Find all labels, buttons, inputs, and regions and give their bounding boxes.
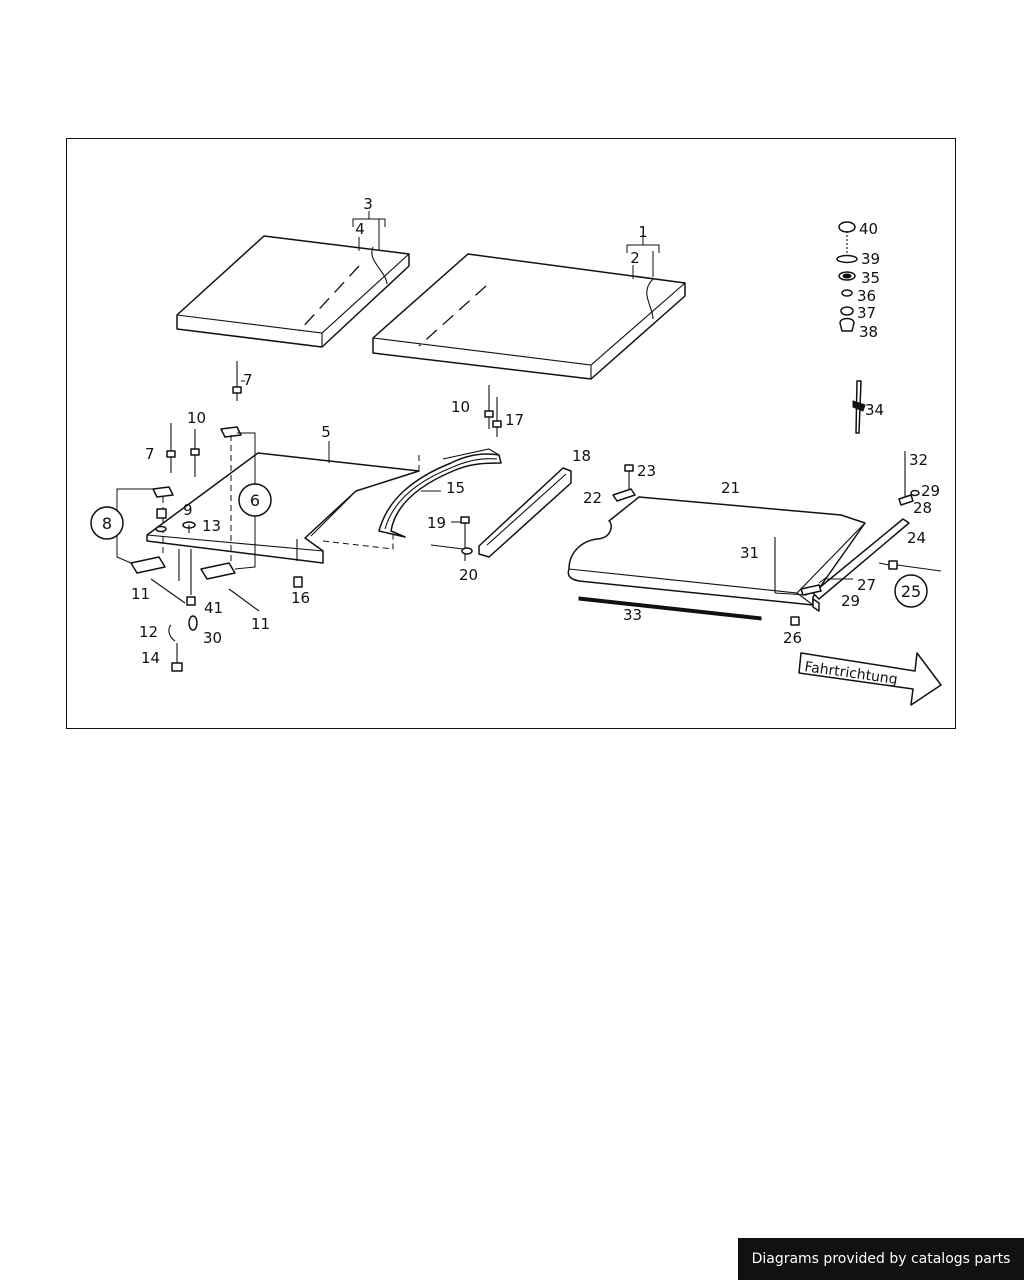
bolt-7-left: [166, 423, 176, 473]
exploded-parts-diagram: 1 2 3 4 5 6 7 7 8 9 10 10 11 11 12 13 14…: [90, 195, 942, 706]
clip-22-23: [612, 464, 636, 502]
callout-labels: 1 2 3 4 5 6 7 7 8 9 10 10 11 11 12 13 14…: [102, 195, 940, 667]
callout-7-left: 7: [145, 445, 155, 463]
bracket-top: [130, 426, 242, 580]
callout-6: 6: [250, 491, 260, 510]
callout-21: 21: [721, 479, 740, 497]
strip-33: [578, 596, 762, 621]
callout-16: 16: [291, 589, 310, 607]
callout-8: 8: [102, 514, 112, 533]
seat-base-plate: [146, 452, 420, 564]
callout-27: 27: [857, 576, 876, 594]
callout-3: 3: [363, 195, 373, 213]
callout-23: 23: [637, 462, 656, 480]
callout-2: 2: [630, 249, 640, 267]
callout-7-upper: 7: [243, 371, 253, 389]
seat-cushion-right: [372, 253, 686, 380]
callout-33: 33: [623, 606, 642, 624]
callout-30: 30: [203, 629, 222, 647]
callout-10-right: 10: [451, 398, 470, 416]
callout-18: 18: [572, 447, 591, 465]
callout-circle-25: [894, 574, 928, 608]
parts-35-40: [836, 221, 858, 332]
callout-38: 38: [859, 323, 878, 341]
callout-11-left: 11: [131, 585, 150, 603]
callout-1: 1: [638, 223, 648, 241]
footer-credit-badge: Diagrams provided by catalogs parts: [738, 1238, 1024, 1280]
bolt-31: [774, 537, 808, 596]
callout-5: 5: [321, 423, 331, 441]
callout-36: 36: [857, 287, 876, 305]
callout-leaders: [328, 211, 660, 492]
callout-13: 13: [202, 517, 221, 535]
callout-9: 9: [183, 501, 193, 519]
direction-arrow: Fahrtrichtung: [798, 652, 942, 706]
clip-34: [852, 380, 866, 434]
callout-11-right: 11: [251, 615, 270, 633]
side-rail: [378, 448, 502, 538]
callout-31: 31: [740, 544, 759, 562]
callout-41: 41: [204, 599, 223, 617]
callout-28: 28: [913, 499, 932, 517]
callout-22: 22: [583, 489, 602, 507]
trim-panel: [478, 467, 572, 558]
callout-29-lower: 29: [841, 592, 860, 610]
callout-35: 35: [861, 269, 880, 287]
callout-15: 15: [446, 479, 465, 497]
callout-4: 4: [355, 220, 365, 238]
callout-12: 12: [139, 623, 158, 641]
callout-24: 24: [907, 529, 926, 547]
bolt-10-right: [484, 385, 494, 429]
callout-39: 39: [861, 250, 880, 268]
callout-circle-8: [90, 506, 124, 540]
callout-circle-6: [238, 483, 272, 517]
callout-25: 25: [901, 582, 921, 601]
bolt-17: [492, 397, 502, 437]
small-parts-left: [150, 508, 303, 672]
callout-29-upper: 29: [921, 482, 940, 500]
callout-32: 32: [909, 451, 928, 469]
bolt-32: [898, 451, 920, 506]
callout-34: 34: [865, 401, 884, 419]
callout-37: 37: [857, 304, 876, 322]
parts-25-26-27: [790, 560, 942, 626]
callout-20: 20: [459, 566, 478, 584]
callout-26: 26: [783, 629, 802, 647]
callout-40: 40: [859, 220, 878, 238]
parts-diagram-frame: 1 2 3 4 5 6 7 7 8 9 10 10 11 11 12 13 14…: [66, 138, 956, 729]
callout-10-left: 10: [187, 409, 206, 427]
callout-19: 19: [427, 514, 446, 532]
bolt-10-left: [190, 429, 200, 477]
bolt-7-upper: [232, 361, 245, 401]
seat-cushion-left: [176, 235, 410, 348]
screws-19-20: [430, 516, 473, 561]
callout-14: 14: [141, 649, 160, 667]
callout-17: 17: [505, 411, 524, 429]
